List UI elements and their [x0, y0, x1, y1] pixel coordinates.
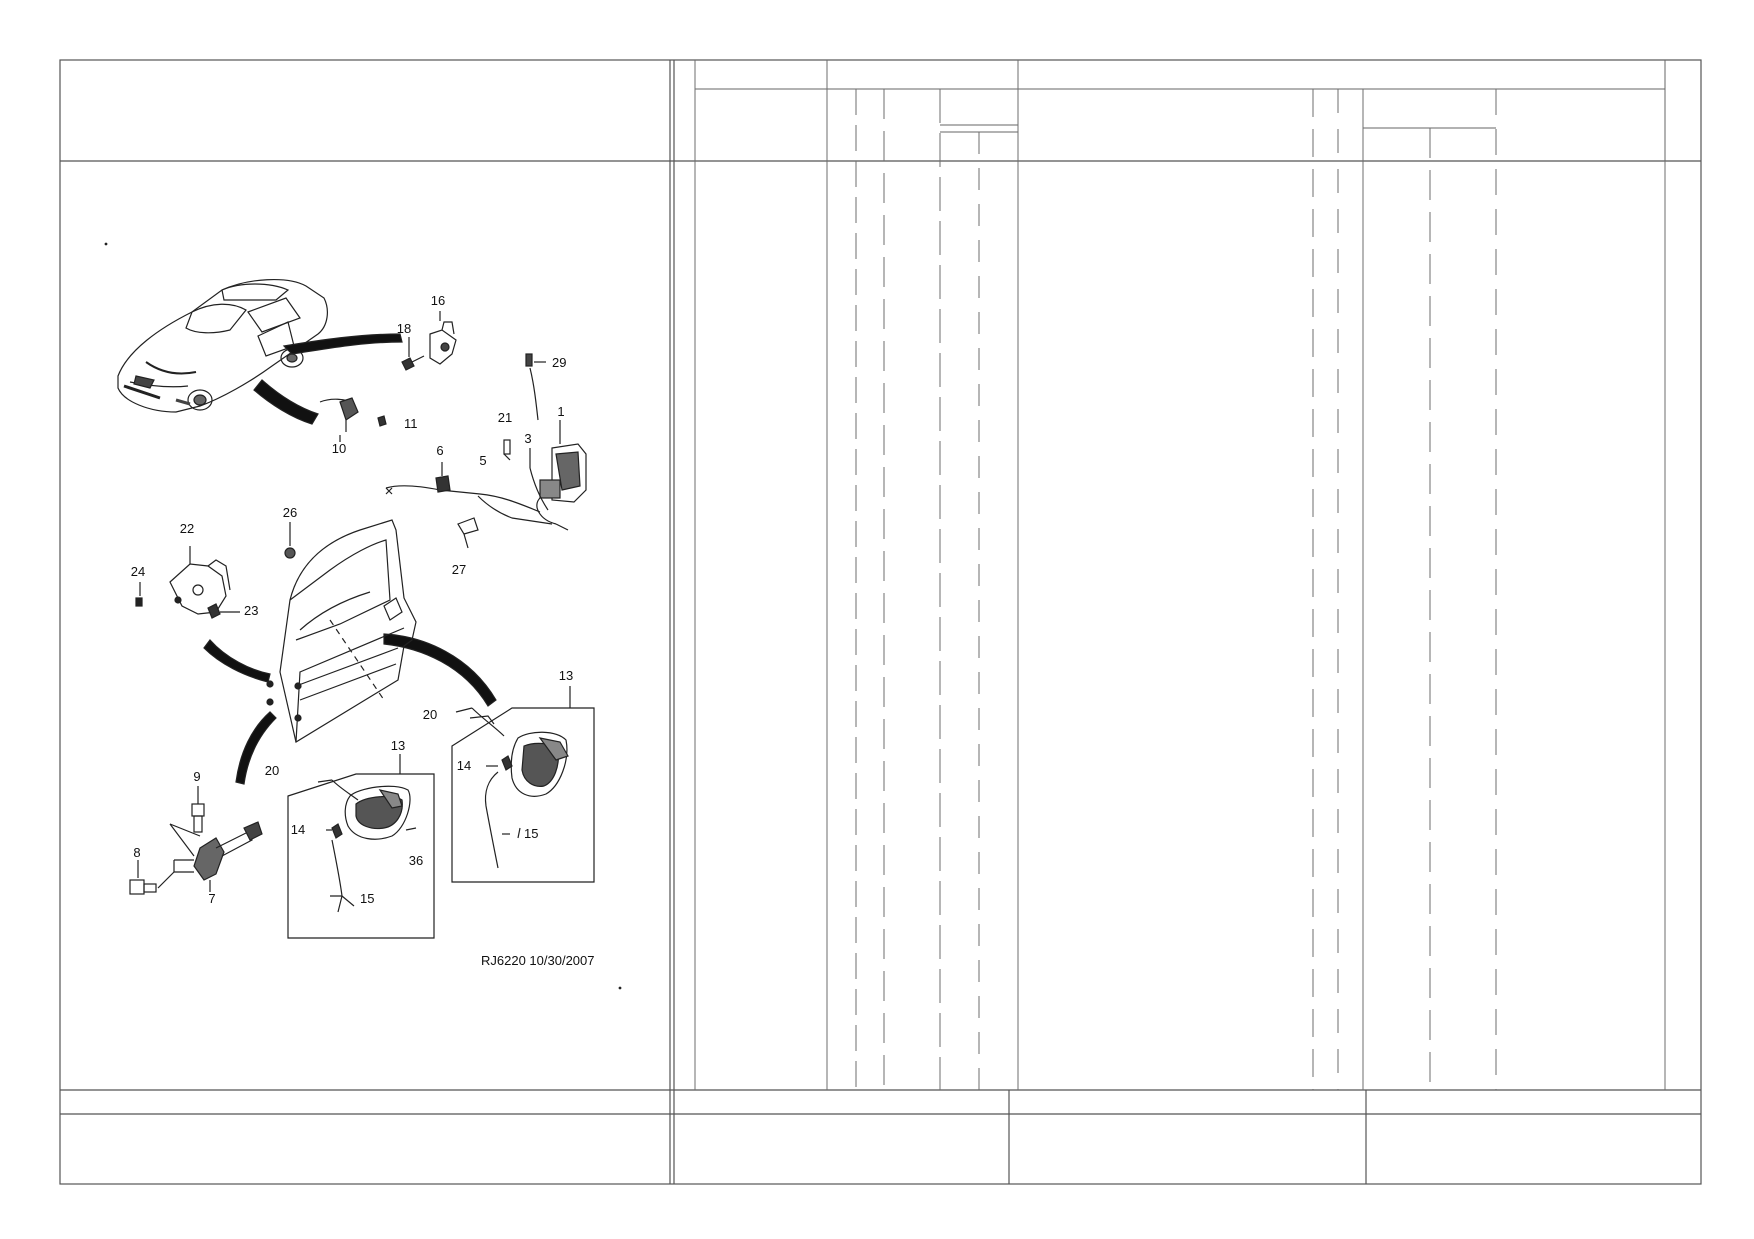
callout-29: 29 [552, 355, 566, 370]
speck-mark [104, 242, 108, 246]
bolt-part-9 [169, 786, 205, 837]
callout-16: 16 [431, 293, 445, 308]
pointer-sweeps [203, 333, 497, 785]
callout-13-left: 13 [391, 738, 405, 753]
speck-mark [618, 986, 622, 990]
parts-table-columns [694, 60, 1666, 1090]
callout-15-right: 15 [524, 826, 538, 841]
callout-3: 3 [524, 431, 531, 446]
sheet-frame [59, 59, 1702, 1185]
callout-labels: 16 18 29 11 10 1 21 3 6 5 27 26 22 24 23… [131, 293, 595, 968]
lock-rod-part-29 [525, 353, 546, 421]
callout-24: 24 [131, 564, 145, 579]
callout-20-right: 20 [423, 707, 437, 722]
lower-hinge-part-22 [169, 546, 231, 615]
actuator-rod-part-5 [385, 485, 553, 525]
bolt-part-24 [135, 582, 143, 607]
callout-7: 7 [208, 891, 215, 906]
callout-8: 8 [133, 845, 140, 860]
callout-14-right: 14 [457, 758, 471, 773]
callout-21: 21 [498, 410, 512, 425]
callout-11: 11 [404, 416, 418, 431]
door-check-part-7 [169, 821, 263, 892]
parts-table-header [695, 60, 1666, 161]
upper-hinge-part [429, 311, 457, 365]
clip-part-21 [503, 439, 511, 461]
callout-6: 6 [436, 443, 443, 458]
callout-20-left: 20 [265, 763, 279, 778]
grommet-part-6 [435, 462, 451, 493]
callout-1: 1 [557, 404, 564, 419]
bolt-part-8 [129, 860, 175, 895]
callout-15-left: 15 [360, 891, 374, 906]
door-check-part-10 [319, 397, 387, 442]
outside-handle-box-right [451, 686, 595, 883]
callout-5: 5 [479, 453, 486, 468]
outside-handle-box-left [287, 754, 435, 939]
bolt-part-18 [401, 337, 425, 371]
callout-10: 10 [332, 441, 346, 456]
drawing-caption: RJ6220 10/30/2007 [481, 953, 594, 968]
exploded-view-drawing [104, 242, 622, 990]
callout-27: 27 [452, 562, 466, 577]
callout-9: 9 [193, 769, 200, 784]
callout-18: 18 [397, 321, 411, 336]
door-latch-part-1 [536, 420, 587, 531]
plug-part-26 [284, 522, 296, 559]
callout-13-right: 13 [559, 668, 573, 683]
callout-36: 36 [409, 853, 423, 868]
callout-23: 23 [244, 603, 258, 618]
bolt-part-23 [207, 603, 240, 619]
sheet-footer [1008, 1090, 1367, 1184]
callout-26: 26 [283, 505, 297, 520]
front-door-panel [266, 519, 417, 743]
bushing-part-27 [457, 517, 479, 549]
callout-22: 22 [180, 521, 194, 536]
callout-14-left: 14 [291, 822, 305, 837]
rod-part-3 [529, 448, 549, 511]
